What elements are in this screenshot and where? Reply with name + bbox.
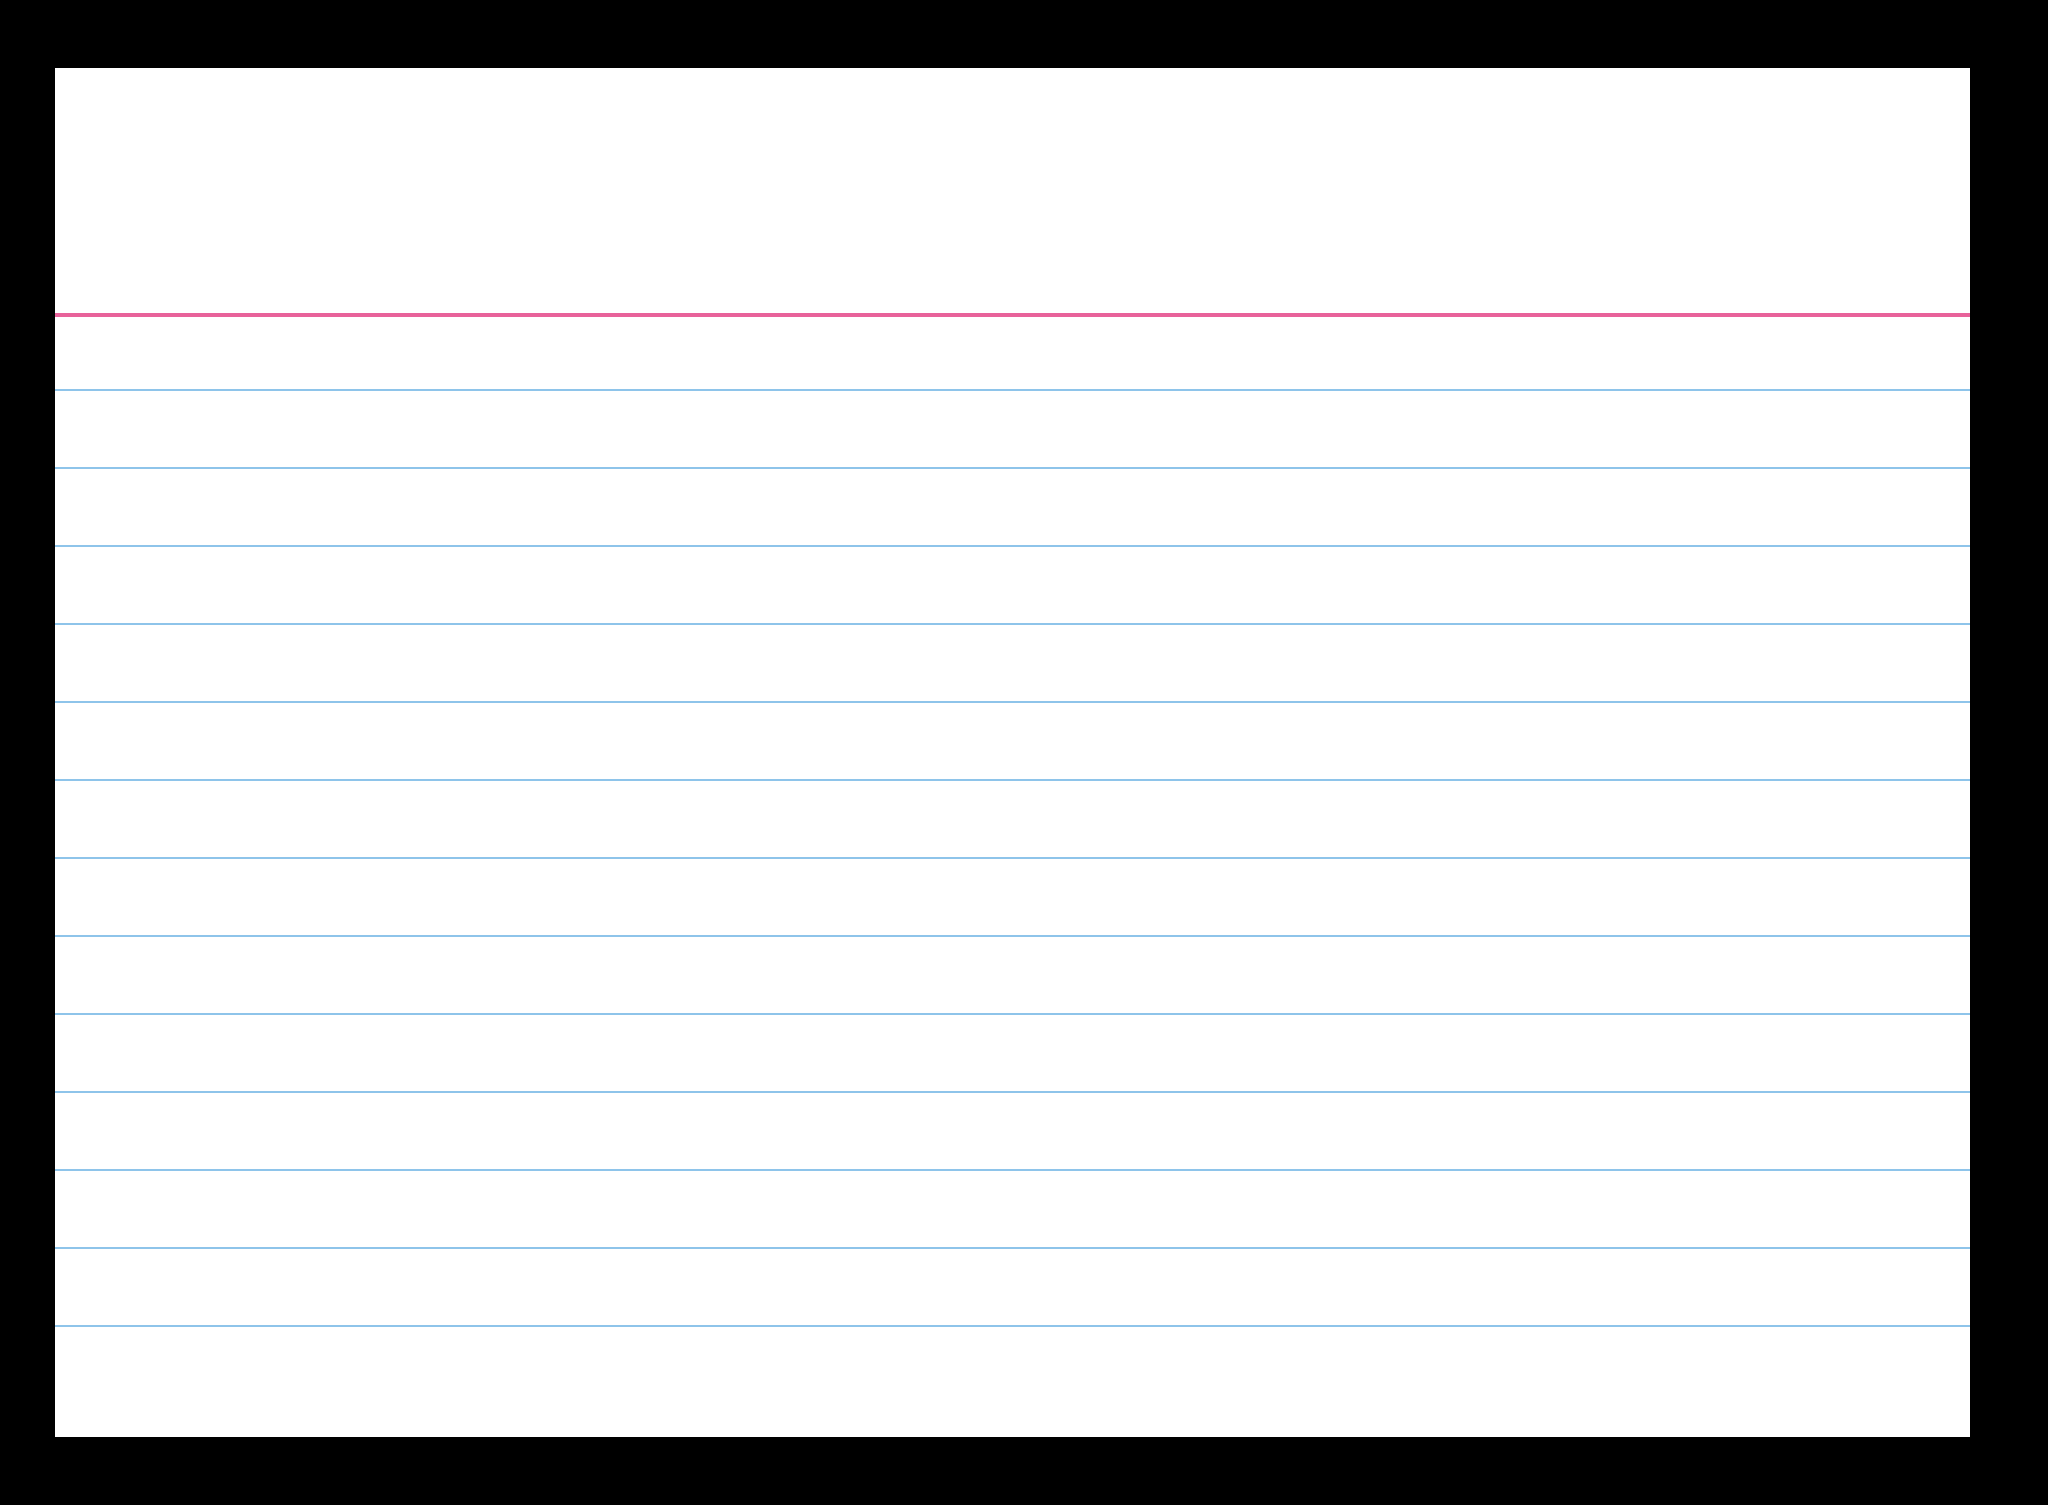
ruled-line — [55, 1169, 1970, 1171]
ruled-line — [55, 467, 1970, 469]
ruled-line — [55, 857, 1970, 859]
ruled-line — [55, 1091, 1970, 1093]
index-card — [55, 68, 1970, 1437]
ruled-line — [55, 935, 1970, 937]
ruled-line — [55, 623, 1970, 625]
ruled-line — [55, 779, 1970, 781]
ruled-line — [55, 389, 1970, 391]
ruled-line — [55, 1013, 1970, 1015]
ruled-line — [55, 1247, 1970, 1249]
ruled-line — [55, 545, 1970, 547]
ruled-line — [55, 701, 1970, 703]
header-rule — [55, 313, 1970, 317]
ruled-line — [55, 1325, 1970, 1327]
